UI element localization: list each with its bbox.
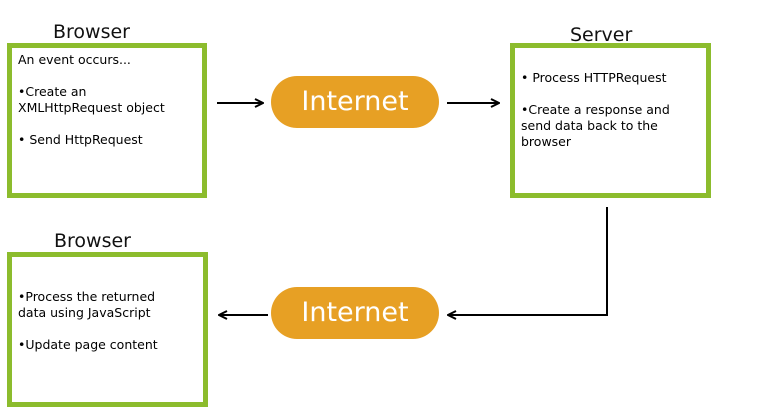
create-xhr-line1: •Create an	[18, 84, 87, 99]
process-request-text: • Process HTTPRequest	[521, 70, 667, 85]
process-returned-line1: •Process the returned	[18, 289, 156, 304]
internet-bottom-pill: Internet	[271, 287, 439, 339]
update-page-text: •Update page content	[18, 337, 158, 352]
create-response-line2: send data back to the	[521, 118, 658, 133]
event-occurs-text: An event occurs...	[18, 52, 131, 67]
create-response-line1: •Create a response and	[521, 102, 670, 117]
create-response-line3: browser	[521, 134, 572, 149]
arrow-server-to-internet	[449, 207, 608, 315]
server-box: • Process HTTPRequest •Create a response…	[510, 43, 711, 198]
browser-top-title: Browser	[53, 21, 130, 43]
process-returned-text: •Process the returned data using JavaScr…	[18, 289, 197, 321]
browser-response-box: •Process the returned data using JavaScr…	[7, 252, 208, 407]
internet-top-pill: Internet	[271, 76, 439, 128]
create-xhr-text: •Create an XMLHttpRequest object	[18, 84, 196, 116]
create-xhr-line2: XMLHttpRequest object	[18, 100, 165, 115]
send-request-text: • Send HttpRequest	[18, 132, 143, 147]
browser-bottom-title: Browser	[54, 230, 131, 252]
browser-request-box: An event occurs... •Create an XMLHttpReq…	[7, 43, 207, 198]
create-response-text: •Create a response and send data back to…	[521, 102, 700, 150]
process-returned-line2: data using JavaScript	[18, 305, 151, 320]
server-title: Server	[570, 24, 633, 46]
